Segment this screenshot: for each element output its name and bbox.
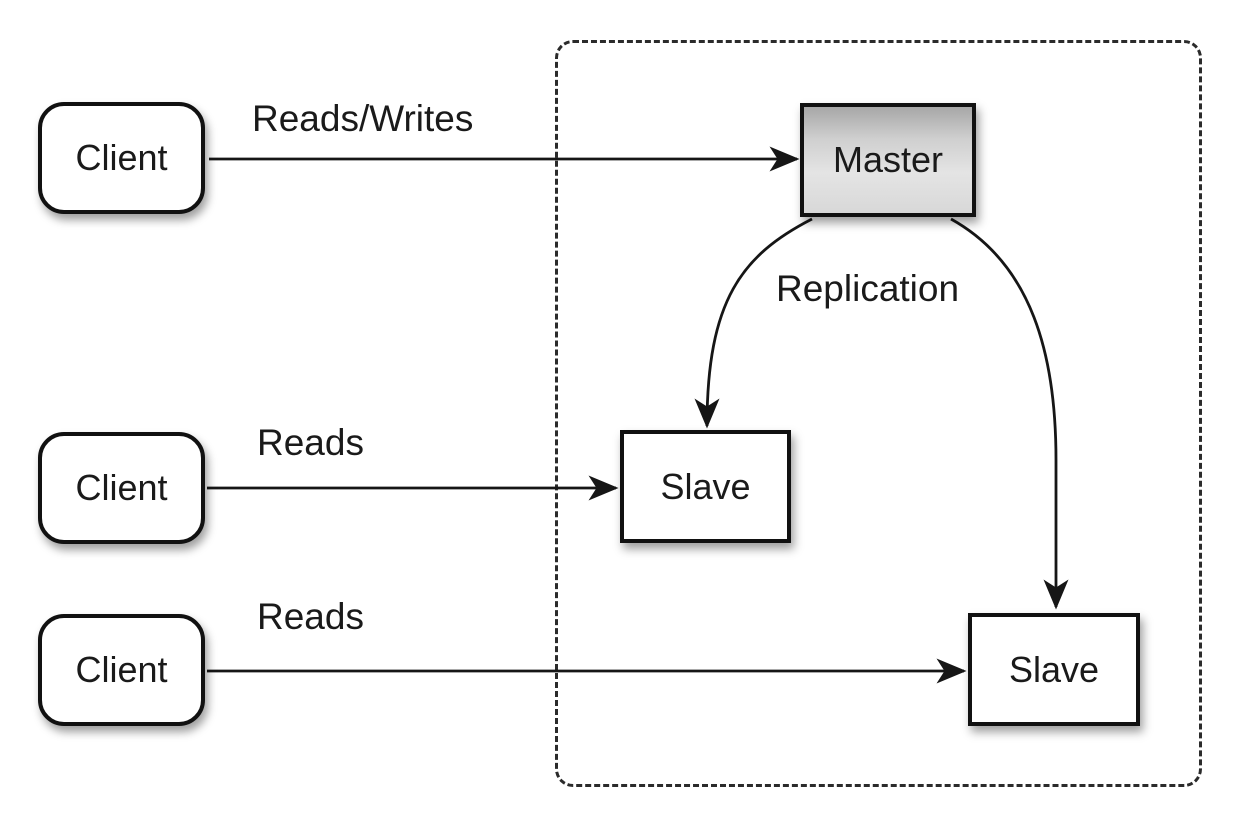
client-node-3: Client: [38, 614, 205, 726]
edge-label-reads-writes: Reads/Writes: [252, 98, 474, 139]
master-node-label: Master: [832, 139, 944, 180]
client-node-1-label: Client: [75, 137, 168, 178]
slave-node-1-label: Slave: [660, 465, 751, 507]
slave-node-2: Slave: [968, 613, 1140, 726]
edge-label-reads-client2: Reads: [257, 422, 364, 463]
edge-label-reads-client3: Reads: [257, 596, 364, 637]
client-node-3-label: Client: [75, 649, 168, 690]
client-node-2: Client: [38, 432, 205, 544]
slave-node-1: Slave: [620, 430, 791, 543]
replication-group-outline: [555, 40, 1202, 787]
master-node: Master: [800, 103, 976, 217]
slave-node-2-label: Slave: [1008, 648, 1100, 690]
client-node-1: Client: [38, 102, 205, 214]
client-node-2-label: Client: [75, 467, 168, 508]
edge-label-replication: Replication: [776, 268, 960, 309]
